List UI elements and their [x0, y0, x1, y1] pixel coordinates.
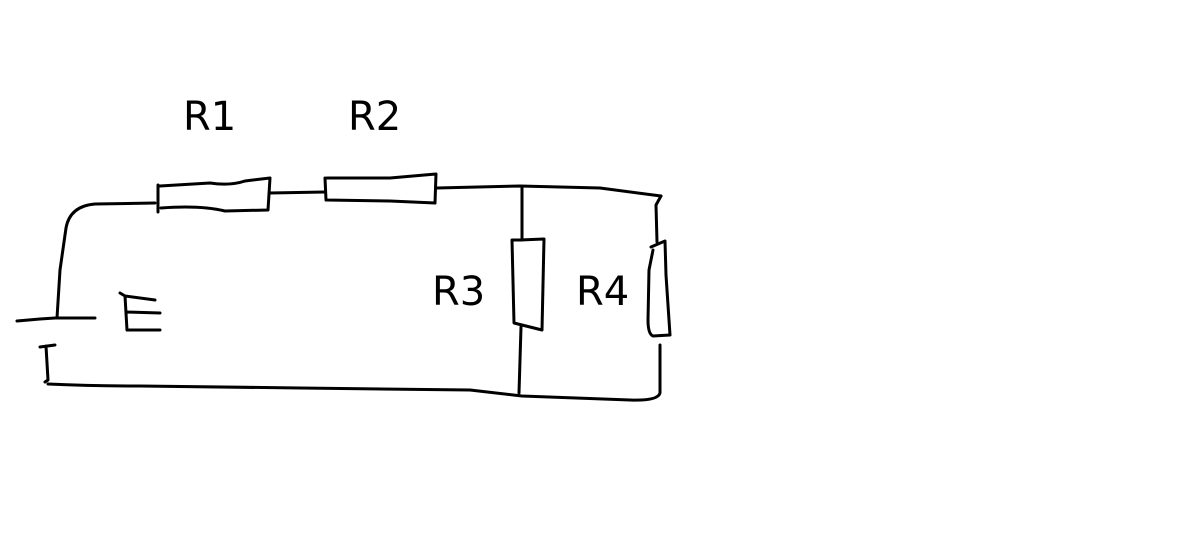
label-r2: R2	[348, 94, 401, 140]
wire-r3-bottom	[517, 325, 523, 395]
resistor-r3	[510, 237, 546, 332]
wire-r4-bottom	[46, 343, 662, 402]
label-r1: R1	[183, 94, 236, 140]
battery-short-plate	[38, 343, 57, 384]
label-r4: R4	[576, 269, 629, 315]
label-r3: R3	[432, 269, 485, 315]
wire-r4-top	[654, 194, 663, 244]
resistor-r2	[323, 172, 438, 205]
wire-left	[55, 201, 157, 320]
resistor-r4	[646, 239, 672, 338]
battery-long-plate	[15, 316, 97, 323]
wire-r1-r2	[268, 190, 327, 195]
source-label-e	[118, 291, 162, 332]
wire-top-right	[435, 184, 663, 198]
resistor-r1	[156, 176, 272, 214]
